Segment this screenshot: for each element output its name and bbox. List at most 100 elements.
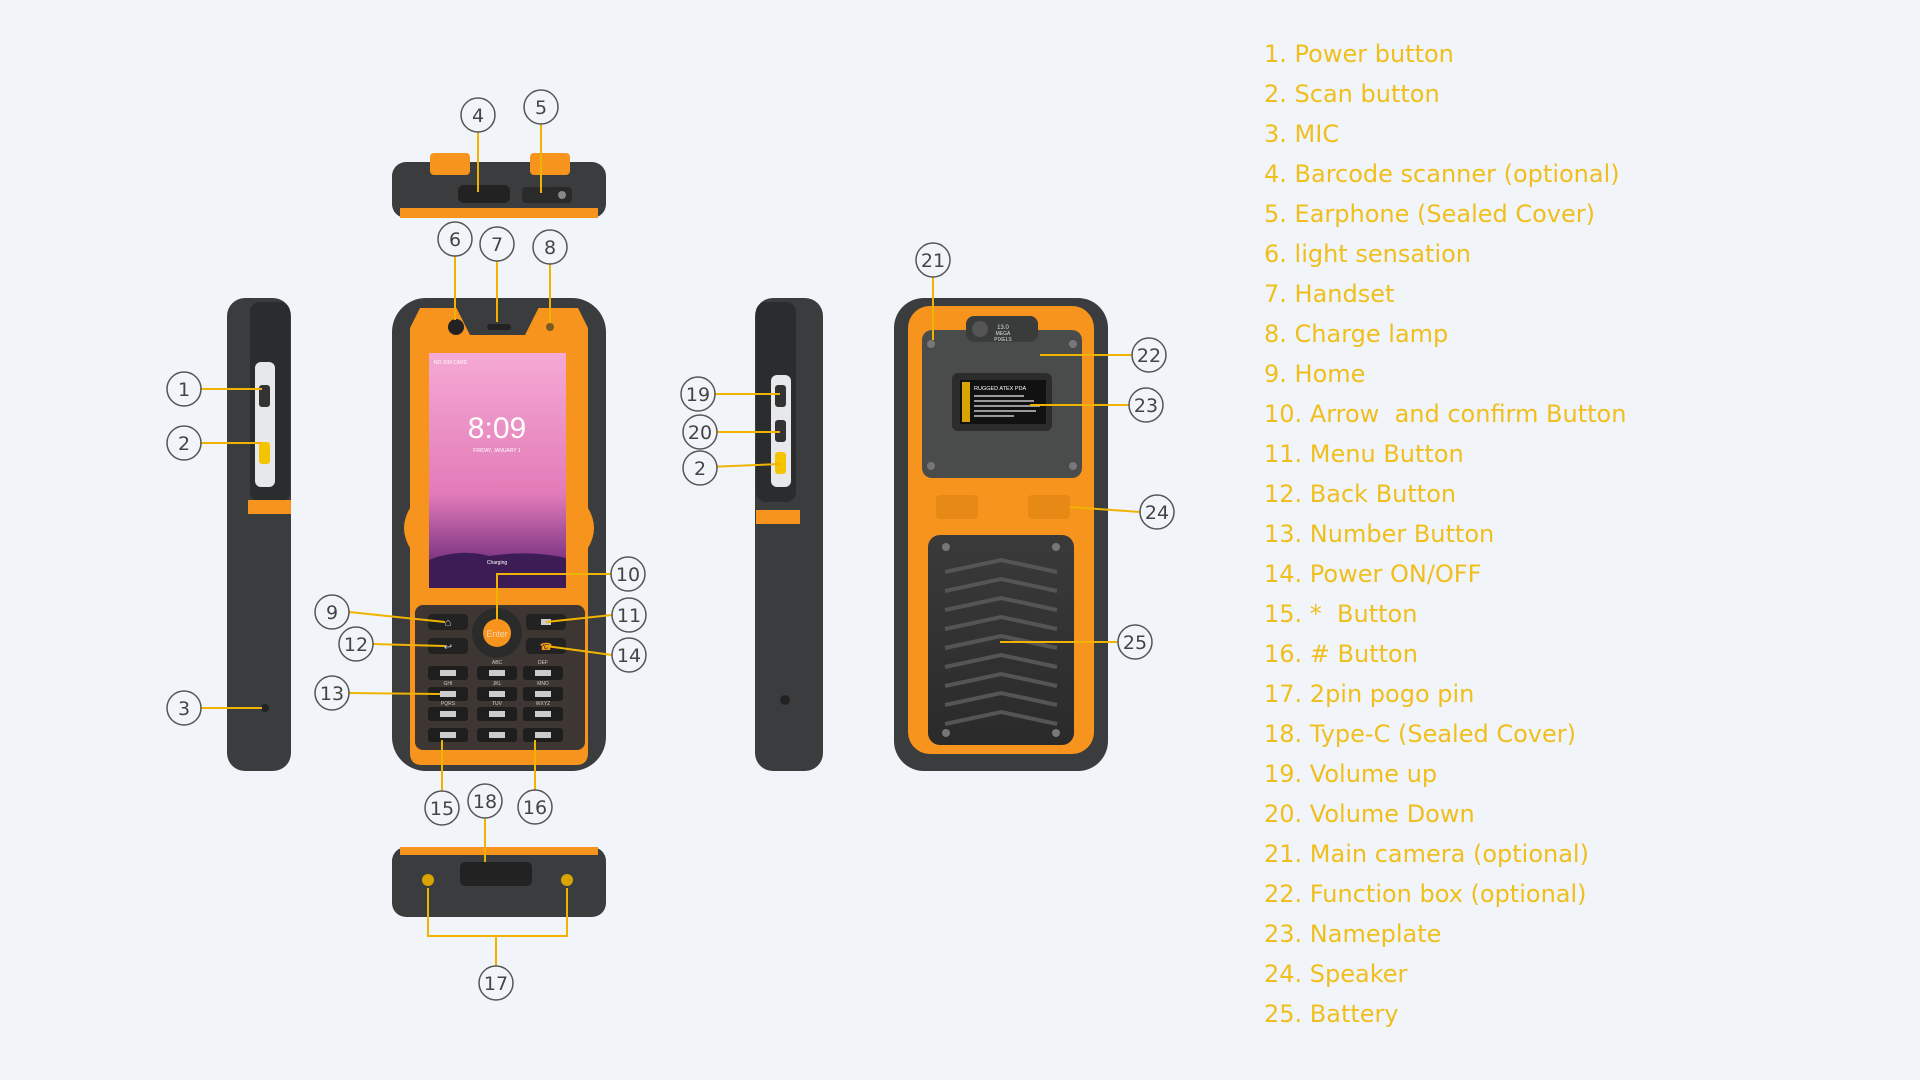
nameplate-title: RUGGED ATEX PDA — [974, 386, 1026, 392]
legend-item: 11. Menu Button — [1264, 440, 1464, 468]
status-bar-text: NO SIM CARD — [434, 360, 468, 366]
callout-21: 21 — [915, 242, 951, 278]
callout-number: 24 — [1145, 502, 1169, 524]
left-side-view — [227, 298, 291, 771]
leader-line — [545, 645, 613, 656]
key-letters: MNO — [537, 681, 549, 687]
handset-grille — [487, 324, 511, 330]
key-letters: DEF — [538, 660, 548, 666]
callout-7: 7 — [479, 226, 515, 262]
legend-item: 24. Speaker — [1264, 960, 1408, 988]
legend-item: 8. Charge lamp — [1264, 320, 1449, 348]
callout-14: 14 — [611, 637, 647, 673]
legend-item: 15. * Button — [1264, 600, 1418, 628]
side-button-panel — [255, 362, 275, 487]
callout-number: 2 — [178, 433, 190, 455]
callout-16: 16 — [517, 789, 553, 825]
legend-item: 10. Arrow and confirm Button — [1264, 400, 1627, 428]
legend-item: 25. Battery — [1264, 1000, 1399, 1028]
callout-20: 20 — [682, 414, 718, 450]
power-button — [259, 385, 270, 407]
svg-text:⌂: ⌂ — [445, 617, 452, 629]
callout-number: 23 — [1134, 395, 1158, 417]
svg-text:13.0: 13.0 — [997, 325, 1009, 331]
leader-line — [496, 573, 611, 620]
type-c-cover — [460, 862, 532, 886]
callout-4: 4 — [460, 97, 496, 133]
legend-item: 16. # Button — [1264, 640, 1418, 668]
legend-item: 23. Nameplate — [1264, 920, 1442, 948]
svg-text:MEGA: MEGA — [996, 331, 1011, 337]
barcode-scanner-window — [458, 185, 510, 203]
mic-hole — [261, 704, 269, 712]
callout-number: 25 — [1123, 632, 1147, 654]
legend-item: 20. Volume Down — [1264, 800, 1475, 828]
callout-number: 8 — [544, 237, 556, 259]
callout-2: 2 — [166, 425, 202, 461]
charging-text: Charging — [487, 560, 508, 566]
legend-item: 7. Handset — [1264, 280, 1395, 308]
legend-item: 17. 2pin pogo pin — [1264, 680, 1475, 708]
key-letters: ABC — [492, 660, 503, 666]
callout-23: 23 — [1128, 387, 1164, 423]
legend-item: 18. Type-C (Sealed Cover) — [1264, 720, 1576, 748]
leader-line — [427, 888, 568, 966]
scan-button — [259, 442, 270, 464]
key-letters: TUV — [492, 701, 503, 707]
key-letters: GHI — [444, 681, 453, 687]
callout-number: 5 — [535, 97, 547, 119]
speaker-left — [936, 495, 978, 519]
legend-item: 6. light sensation — [1264, 240, 1472, 268]
pogo-pin — [561, 874, 573, 886]
enter-label: Enter — [486, 629, 508, 639]
callout-11: 11 — [611, 597, 647, 633]
callout-number: 7 — [491, 234, 503, 256]
callout-number: 1 — [178, 379, 190, 401]
callout-number: 12 — [344, 634, 368, 656]
right-side-view — [755, 298, 823, 771]
callout-number: 2 — [694, 458, 706, 480]
legend-item: 14. Power ON/OFF — [1264, 560, 1482, 588]
key-letters: WXYZ — [536, 701, 550, 707]
callout-number: 4 — [472, 105, 484, 127]
volume-up — [775, 385, 786, 407]
callout-3: 3 — [166, 690, 202, 726]
legend-item: 2. Scan button — [1264, 80, 1440, 108]
home-key — [428, 614, 468, 630]
legend-item: 21. Main camera (optional) — [1264, 840, 1589, 868]
callout-number: 18 — [473, 791, 497, 813]
back-key — [428, 638, 468, 654]
lockscreen-time: 8:09 — [468, 412, 526, 445]
callout-10: 10 — [610, 556, 646, 592]
bottom-view — [392, 847, 606, 917]
legend-item: 12. Back Button — [1264, 480, 1457, 508]
callout-number: 19 — [686, 384, 710, 406]
volume-down — [775, 420, 786, 442]
key-letters: JKL — [493, 681, 502, 687]
front-view: NO SIM CARD 8:09 FRIDAY, JANUARY 1 Charg… — [392, 298, 606, 771]
svg-text:PIXELS: PIXELS — [994, 337, 1012, 343]
callout-2: 2 — [682, 450, 718, 486]
leader-line — [1069, 506, 1141, 513]
callout-18: 18 — [467, 783, 503, 819]
callout-24: 24 — [1139, 494, 1175, 530]
callout-number: 6 — [449, 229, 461, 251]
callout-8: 8 — [532, 229, 568, 265]
scan-button-right — [775, 452, 786, 474]
speaker-right — [1028, 495, 1070, 519]
callout-number: 11 — [617, 605, 641, 627]
pogo-pin — [422, 874, 434, 886]
legend-item: 9. Home — [1264, 360, 1366, 388]
legend-item: 3. MIC — [1264, 120, 1340, 148]
callout-number: 22 — [1137, 345, 1161, 367]
callout-number: 16 — [523, 797, 547, 819]
callout-number: 20 — [688, 422, 712, 444]
callout-number: 14 — [617, 645, 641, 667]
callout-13: 13 — [314, 675, 350, 711]
callout-number: 17 — [484, 973, 508, 995]
leader-line — [348, 611, 446, 623]
svg-text:↩: ↩ — [444, 642, 452, 653]
callout-17: 17 — [478, 965, 514, 1001]
leader-line — [545, 614, 613, 623]
